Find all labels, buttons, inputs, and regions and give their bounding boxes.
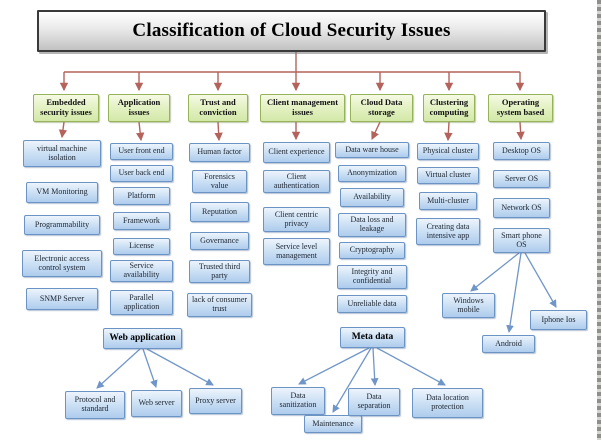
arrow [376, 347, 446, 386]
node-data-separation: Data separation [348, 388, 400, 416]
diagram-title: Classification of Cloud Security Issues [37, 10, 546, 52]
node-web-application: Web application [103, 328, 182, 349]
node-user-back-end: User back end [110, 165, 173, 182]
arrow [371, 121, 381, 141]
node-android: Android [482, 335, 535, 353]
category-embedded-security: Embedded security issues [33, 94, 99, 122]
node-forensics-value: Forensics value [192, 170, 247, 193]
node-server-os: Server OS [493, 170, 550, 188]
node-data-sanitization: Data sanitization [271, 387, 325, 415]
node-proxy-server: Proxy server [189, 388, 242, 414]
node-virtual-machine-isolation: virtual machine isolation [23, 140, 101, 167]
node-parallel-application: Parallel application [110, 290, 173, 315]
node-platform: Platform [113, 187, 170, 205]
arrow [444, 121, 453, 142]
node-vm-monitoring: VM Monitoring [26, 182, 98, 203]
node-maintenance: Maintenance [304, 415, 362, 433]
node-multi-cluster: Multi-cluster [419, 192, 477, 210]
node-governance: Governance [190, 232, 249, 250]
arrow [146, 348, 214, 386]
node-cryptography: Cryptography [339, 242, 405, 259]
node-unreliable-data: Unreliable data [337, 295, 407, 313]
node-data-loss-and-leakage: Data loss and leakage [338, 213, 406, 237]
node-anonymization: Anonymization [338, 165, 406, 182]
arrow [506, 252, 522, 334]
node-availability: Availability [340, 188, 404, 207]
arrow [96, 348, 141, 389]
node-data-location-protection: Data location protection [412, 388, 483, 418]
node-windows-mobile: Windows mobile [442, 293, 495, 318]
node-desktop-os: Desktop OS [493, 142, 550, 160]
node-client-authentication: Client authentication [263, 170, 330, 193]
node-user-front-end: User front end [110, 143, 173, 160]
node-meta-data: Meta data [340, 327, 405, 348]
arrow [214, 121, 223, 142]
scan-edge-artifact [597, 0, 601, 440]
node-lack-of-consumer-trust: lack of consumer trust [187, 293, 252, 317]
node-client-centric-privacy: Client centric privacy [263, 207, 330, 232]
arrow [370, 347, 379, 387]
node-web-server: Web server [131, 390, 182, 417]
arrow [136, 121, 145, 142]
node-human-factor: Human factor [189, 143, 250, 162]
arrow [470, 252, 520, 292]
node-framework: Framework [113, 212, 170, 230]
node-electronic-access-control: Electronic access control system [22, 250, 102, 277]
arrow [142, 348, 158, 388]
category-application-issues: Application issues [108, 94, 170, 122]
node-reputation: Reputation [190, 202, 249, 222]
category-cloud-data-storage: Cloud Data storage [350, 94, 413, 122]
arrow [298, 347, 370, 385]
node-integrity-and-confidential: Integrity and confidential [337, 265, 407, 289]
node-client-experience: Client experience [263, 142, 330, 163]
category-clustering-computing: Clustering computing [423, 94, 475, 122]
arrow [524, 252, 557, 308]
arrow [58, 121, 68, 139]
node-protocol-and-standard: Protocol and standard [65, 391, 125, 419]
node-network-os: Network OS [493, 198, 550, 218]
category-operating-system: Operating system based [488, 94, 553, 122]
node-smart-phone-os: Smart phone OS [493, 228, 550, 253]
node-data-ware-house: Data ware house [335, 142, 409, 158]
node-programmability: Programmability [24, 215, 100, 235]
node-physical-cluster: Physical cluster [417, 143, 479, 160]
node-virtual-cluster: Virtual cluster [417, 167, 479, 184]
node-trusted-third-party: Trusted third party [189, 260, 250, 283]
node-service-availability: Service availability [110, 260, 173, 282]
node-snmp-server: SNMP Server [26, 288, 98, 310]
node-license: License [113, 238, 170, 255]
node-creating-data-intensive-app: Creating data intensive app [416, 218, 480, 245]
category-client-management: Client management issues [260, 94, 345, 122]
node-iphone-ios: Iphone Ios [530, 310, 587, 330]
arrow [516, 121, 525, 141]
category-trust-conviction: Trust and conviction [188, 94, 248, 122]
node-service-level-management: Service level management [263, 238, 330, 265]
